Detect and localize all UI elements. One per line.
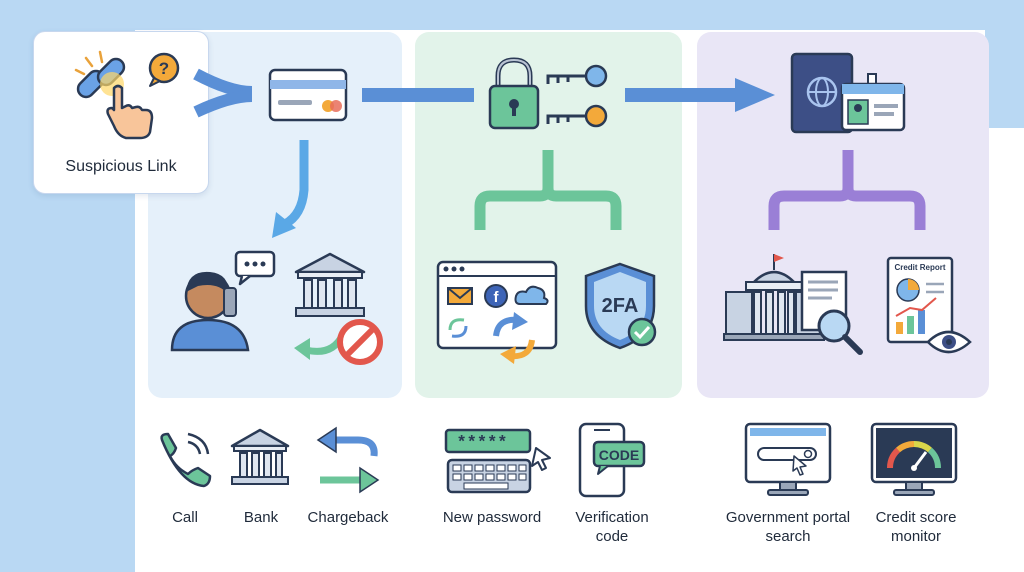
svg-text:CODE: CODE — [599, 447, 639, 463]
padlock-keys-icon — [488, 57, 608, 130]
sync-small-icon — [448, 318, 468, 338]
suspicious-link-card[interactable]: ? Suspicious Link — [33, 31, 209, 194]
password-keyboard-icon: ***** — [444, 428, 551, 494]
credit-label-line1: Credit score — [875, 509, 957, 526]
credit-monitor-label: Credit score monitor — [862, 508, 970, 546]
verification-label-line1: Verification — [575, 509, 649, 526]
passport-id-icon — [790, 52, 906, 134]
sync-icon — [493, 312, 535, 364]
document-magnifier-icon — [800, 270, 863, 355]
phone-icon — [160, 432, 212, 488]
down-arrow — [282, 140, 309, 228]
brace-purple — [768, 150, 926, 230]
blue-key — [546, 64, 608, 88]
swap-arrows-icon — [316, 426, 380, 494]
start-label: Suspicious Link — [65, 158, 177, 175]
bank-building-icon — [294, 252, 366, 317]
browser-window-icon: f — [436, 260, 558, 350]
gov-search-label: Government portal search — [714, 508, 862, 546]
person-on-phone-icon — [170, 271, 250, 352]
svg-text:f: f — [494, 289, 500, 306]
cloud-icon — [514, 285, 549, 305]
gov-label-line2: search — [765, 528, 811, 545]
credit-label-line2: monitor — [890, 528, 942, 545]
bank-label: Bank — [243, 509, 279, 526]
chargeback-label: Chargeback — [307, 509, 389, 526]
connector-arrow-2 — [625, 88, 735, 102]
question-bubble-icon: ? — [148, 52, 180, 87]
svg-text:*****: ***** — [456, 434, 507, 453]
prohibited-icon — [337, 319, 383, 365]
phone-code-icon: CODE — [578, 422, 646, 498]
brace-green — [474, 150, 622, 230]
credit-card-icon — [268, 68, 348, 122]
monitor-search-icon — [744, 422, 832, 496]
monitor-gauge-icon — [870, 422, 958, 496]
bank-icon — [230, 428, 290, 485]
svg-text:2FA: 2FA — [602, 295, 639, 317]
gov-label-line1: Government portal — [725, 509, 851, 526]
chat-bubble-icon — [234, 250, 276, 286]
pointing-hand-icon — [106, 84, 154, 140]
credit-report-icon: Credit Report — [886, 256, 954, 344]
new-password-label: New password — [442, 509, 542, 526]
call-label: Call — [172, 509, 198, 526]
mail-icon — [447, 287, 473, 305]
svg-text:Credit Report: Credit Report — [894, 263, 945, 272]
verification-label-line2: code — [595, 528, 629, 545]
shield-2fa-icon: 2FA — [584, 262, 657, 350]
verification-code-label: Verification code — [556, 508, 668, 546]
facebook-icon: f — [484, 284, 508, 308]
eye-icon — [926, 330, 972, 354]
orange-key — [546, 104, 608, 128]
connector-arrow-1 — [362, 88, 474, 102]
svg-text:?: ? — [159, 59, 169, 78]
